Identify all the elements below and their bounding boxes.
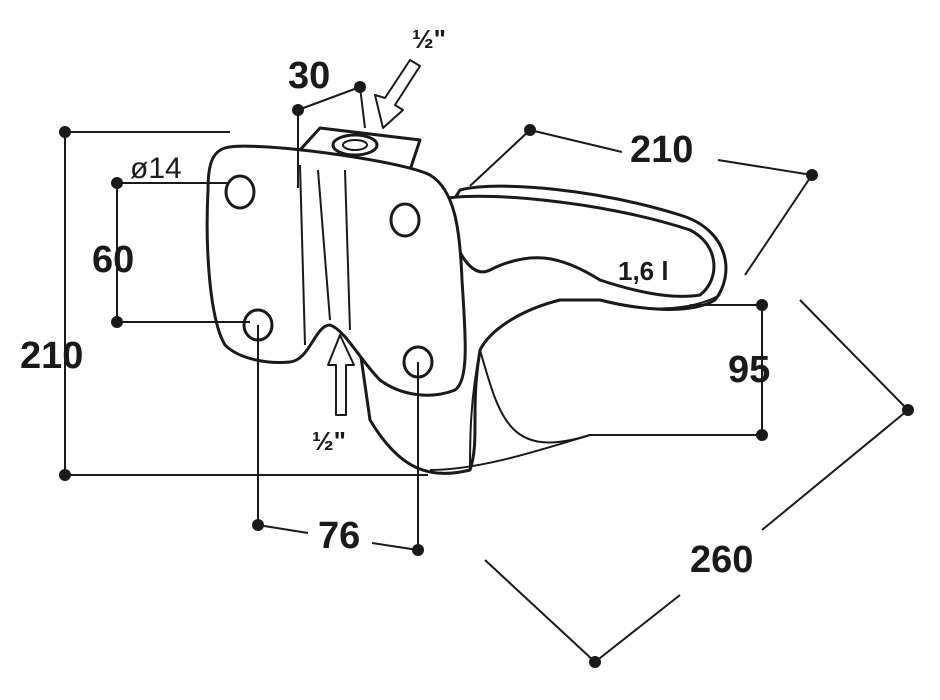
dim-bowl-depth: 95: [728, 349, 770, 391]
mounting-hole: [224, 174, 256, 210]
dim-hole-spacing-horizontal: 76: [318, 515, 360, 557]
dim-total-depth: 260: [690, 539, 753, 581]
dim-bowl-length: 210: [630, 129, 693, 171]
dim-inlet-top: ½": [412, 24, 446, 54]
dim-hole-diameter: ø14: [130, 152, 182, 185]
dimension-lines: [64, 86, 909, 663]
dim-inlet-bottom: ½": [312, 426, 346, 456]
mounting-plate: [205, 144, 467, 397]
volume-label: 1,6 l: [618, 256, 669, 286]
top-inlet-fitting: [298, 126, 422, 172]
dimension-dots: [59, 81, 914, 668]
dim-top-width: 30: [288, 55, 330, 97]
inlet-top-arrow-icon: [374, 59, 421, 129]
dim-hole-spacing-vertical: 60: [92, 239, 134, 281]
inlet-bottom-arrow-icon: [327, 334, 355, 416]
mounting-hole: [389, 202, 421, 238]
dim-total-height: 210: [20, 335, 83, 377]
